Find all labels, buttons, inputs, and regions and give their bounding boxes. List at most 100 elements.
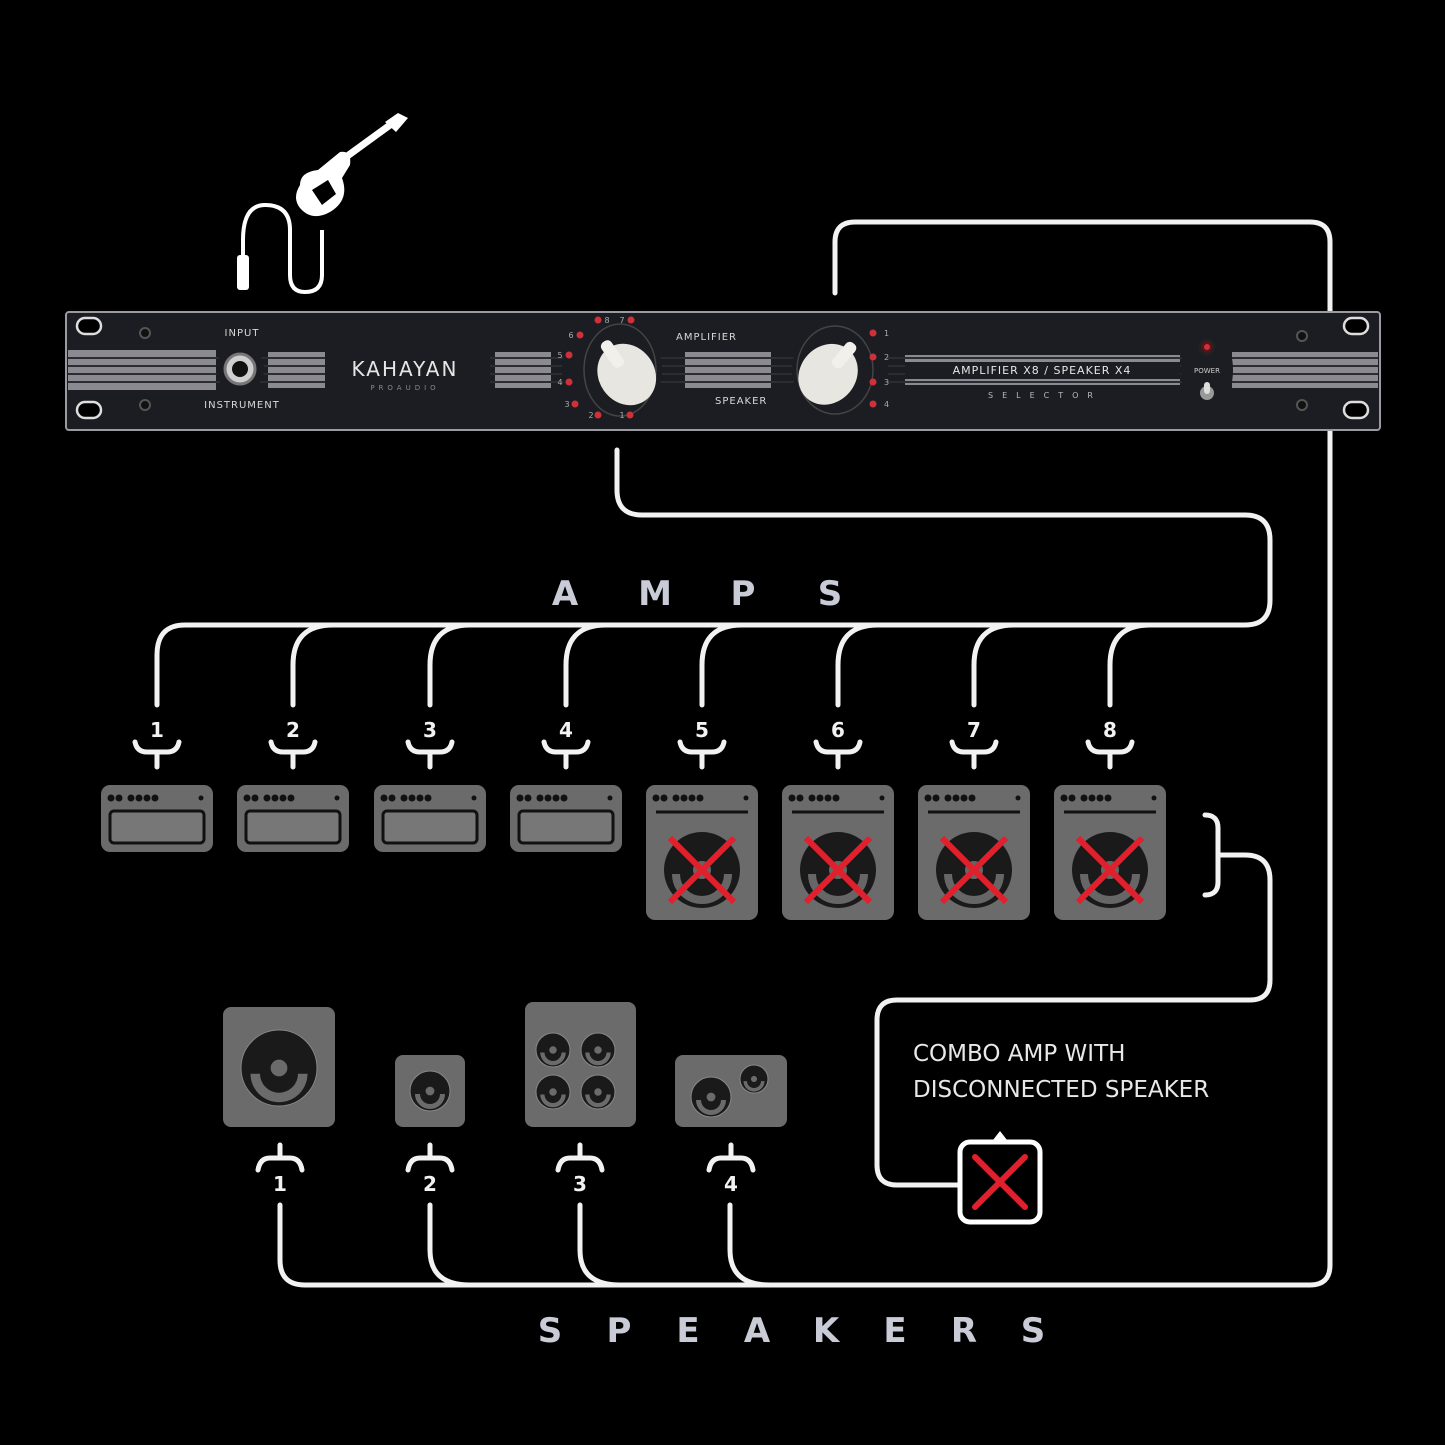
amp-position-number: 6: [568, 331, 573, 340]
amp-number: 3: [423, 718, 437, 742]
speakers-heading-letter: E: [676, 1311, 699, 1351]
amps-heading-letter: S: [818, 574, 843, 614]
speaker-selector-knob[interactable]: [786, 326, 875, 417]
amps-heading-letter: A: [552, 574, 579, 614]
amps-heading-letter: M: [638, 574, 672, 614]
amp-position-led: [626, 411, 634, 419]
amp-connector-icon: [405, 739, 455, 770]
amp-position-led: [565, 351, 573, 359]
legend-line-1: COMBO AMP WITH: [913, 1041, 1125, 1067]
amp-connector-icon: [541, 739, 591, 770]
speaker-branch-wire: [727, 1202, 773, 1288]
amplifier-label: AMPLIFIER: [676, 332, 737, 343]
guitar-icon: [237, 113, 408, 295]
speaker-connector-icon: [555, 1142, 605, 1173]
amp-connector-icon: [677, 739, 727, 770]
speaker-connector-icon: [255, 1142, 305, 1173]
amp-position-number: 2: [588, 411, 593, 420]
amp-5[interactable]: 5: [646, 718, 758, 920]
legend-line-2: DISCONNECTED SPEAKER: [913, 1077, 1209, 1103]
amp-position-number: 1: [619, 411, 624, 420]
speaker-number: 1: [273, 1172, 287, 1196]
amp-branch-wire: [290, 622, 336, 708]
amp-8[interactable]: 8: [1054, 718, 1166, 920]
amps-heading-letter: P: [731, 574, 756, 614]
screw-icon: [139, 327, 1308, 411]
model-name: AMPLIFIER X8 / SPEAKER X4: [953, 364, 1132, 377]
amp-position-led: [571, 400, 579, 408]
amp-branch-wire: [835, 622, 881, 708]
amp-7[interactable]: 7: [918, 718, 1030, 920]
red-x-icon: [957, 1131, 1043, 1225]
speakers-heading-letter: S: [538, 1311, 563, 1351]
amp-connector-icon: [268, 739, 318, 770]
amp-branch-wire: [699, 622, 745, 708]
speaker-cabinet-icon: [525, 1002, 636, 1127]
amp-branch-wire: [563, 622, 609, 708]
amp-position-number: 5: [557, 351, 562, 360]
amp-branch-wire: [427, 622, 473, 708]
speaker-cabinet-3[interactable]: 3: [525, 1002, 636, 1196]
amp-1[interactable]: 1: [101, 718, 213, 852]
disconnected-x-icon: [667, 835, 737, 905]
amp-connector-icon: [949, 739, 999, 770]
amp-position-number: 8: [604, 316, 609, 325]
speaker-branch-wire: [577, 1202, 623, 1288]
speaker-bus-wire: [277, 219, 1333, 1288]
amp-position-led: [627, 316, 635, 324]
brand-subtitle: PROAUDIO: [370, 384, 439, 392]
amp-number: 1: [150, 718, 164, 742]
amp-position-led: [594, 316, 602, 324]
input-label: INPUT: [225, 328, 260, 339]
brand-logo: KAHAYAN: [352, 357, 459, 381]
amplifier-selector-knob[interactable]: [581, 326, 668, 417]
speaker-number: 2: [423, 1172, 437, 1196]
speakers-heading-letter: P: [607, 1311, 632, 1351]
speaker-branch-wire: [427, 1202, 473, 1288]
rack-ear-hole: [75, 316, 1370, 420]
disconnected-x-icon: [939, 835, 1009, 905]
speaker-connector-icon: [405, 1142, 455, 1173]
speaker-label: SPEAKER: [715, 396, 767, 407]
speaker-connector-icon: [706, 1142, 756, 1173]
speaker-position-led: [869, 353, 877, 361]
amp-branch-wire: [971, 622, 1017, 708]
speaker-position-number: 1: [884, 329, 889, 338]
speaker-cabinet-2[interactable]: 2: [395, 1055, 465, 1196]
instrument-label: INSTRUMENT: [204, 400, 280, 411]
amp-position-number: 4: [557, 378, 562, 387]
amp-bus-wire: [154, 447, 1273, 708]
amp-6[interactable]: 6: [782, 718, 894, 920]
speaker-position-number: 2: [884, 353, 889, 362]
amp-number: 4: [559, 718, 573, 742]
speaker-cabinet-4[interactable]: 4: [675, 1055, 787, 1196]
amp-4[interactable]: 4: [510, 718, 622, 852]
amp-2[interactable]: 2: [237, 718, 349, 852]
amp-number: 2: [286, 718, 300, 742]
amp-number: 7: [967, 718, 981, 742]
amp-connector-icon: [813, 739, 863, 770]
amp-branch-wire: [1107, 622, 1153, 708]
disconnected-x-icon: [803, 835, 873, 905]
speakers-heading-letter: K: [813, 1311, 841, 1351]
power-label: POWER: [1194, 367, 1220, 375]
speakers-heading-letter: R: [951, 1311, 977, 1351]
power-toggle-switch[interactable]: [1200, 382, 1214, 400]
amp-position-led: [565, 378, 573, 386]
amp-position-led: [594, 411, 602, 419]
amp-position-number: 3: [564, 400, 569, 409]
speaker-position-led: [869, 378, 877, 386]
amp-3[interactable]: 3: [374, 718, 486, 852]
speaker-cabinet-1[interactable]: 1: [223, 1007, 335, 1196]
speaker-position-led: [869, 329, 877, 337]
speaker-number: 4: [724, 1172, 738, 1196]
rack-selector-panel: INPUT INSTRUMENT KAHAYAN PROAUDIO 786543…: [65, 311, 1381, 431]
amp-number: 8: [1103, 718, 1117, 742]
speakers-heading-letter: E: [883, 1311, 906, 1351]
amp-position-led: [576, 331, 584, 339]
speakers-heading-letter: S: [1021, 1311, 1046, 1351]
amp-number: 6: [831, 718, 845, 742]
